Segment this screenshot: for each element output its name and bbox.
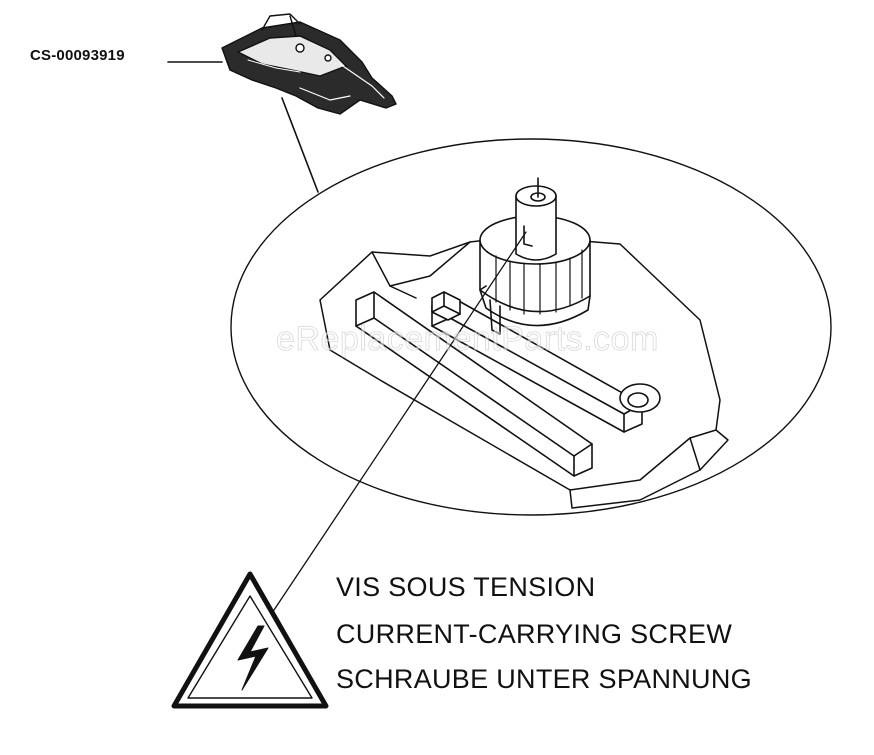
guide-pin [431, 291, 461, 321]
part-number-label: CS-00093919 [30, 47, 125, 64]
warning-text-french: VIS SOUS TENSION [336, 572, 596, 602]
warning-leader [269, 231, 527, 617]
presser-foot-thumbnail [221, 13, 397, 115]
warning-text-english: CURRENT-CARRYING SCREW [336, 619, 733, 649]
rail-left [355, 291, 593, 477]
magnify-leader [281, 97, 319, 193]
high-voltage-warning-icon [171, 571, 329, 709]
magnify-ellipse [230, 138, 832, 516]
knurled-screw [479, 177, 591, 335]
screw-hole [619, 383, 661, 413]
watermark-text: eReplacementParts.com [276, 320, 659, 359]
warning-text-german: SCHRAUBE UNTER SPANNUNG [336, 664, 752, 694]
